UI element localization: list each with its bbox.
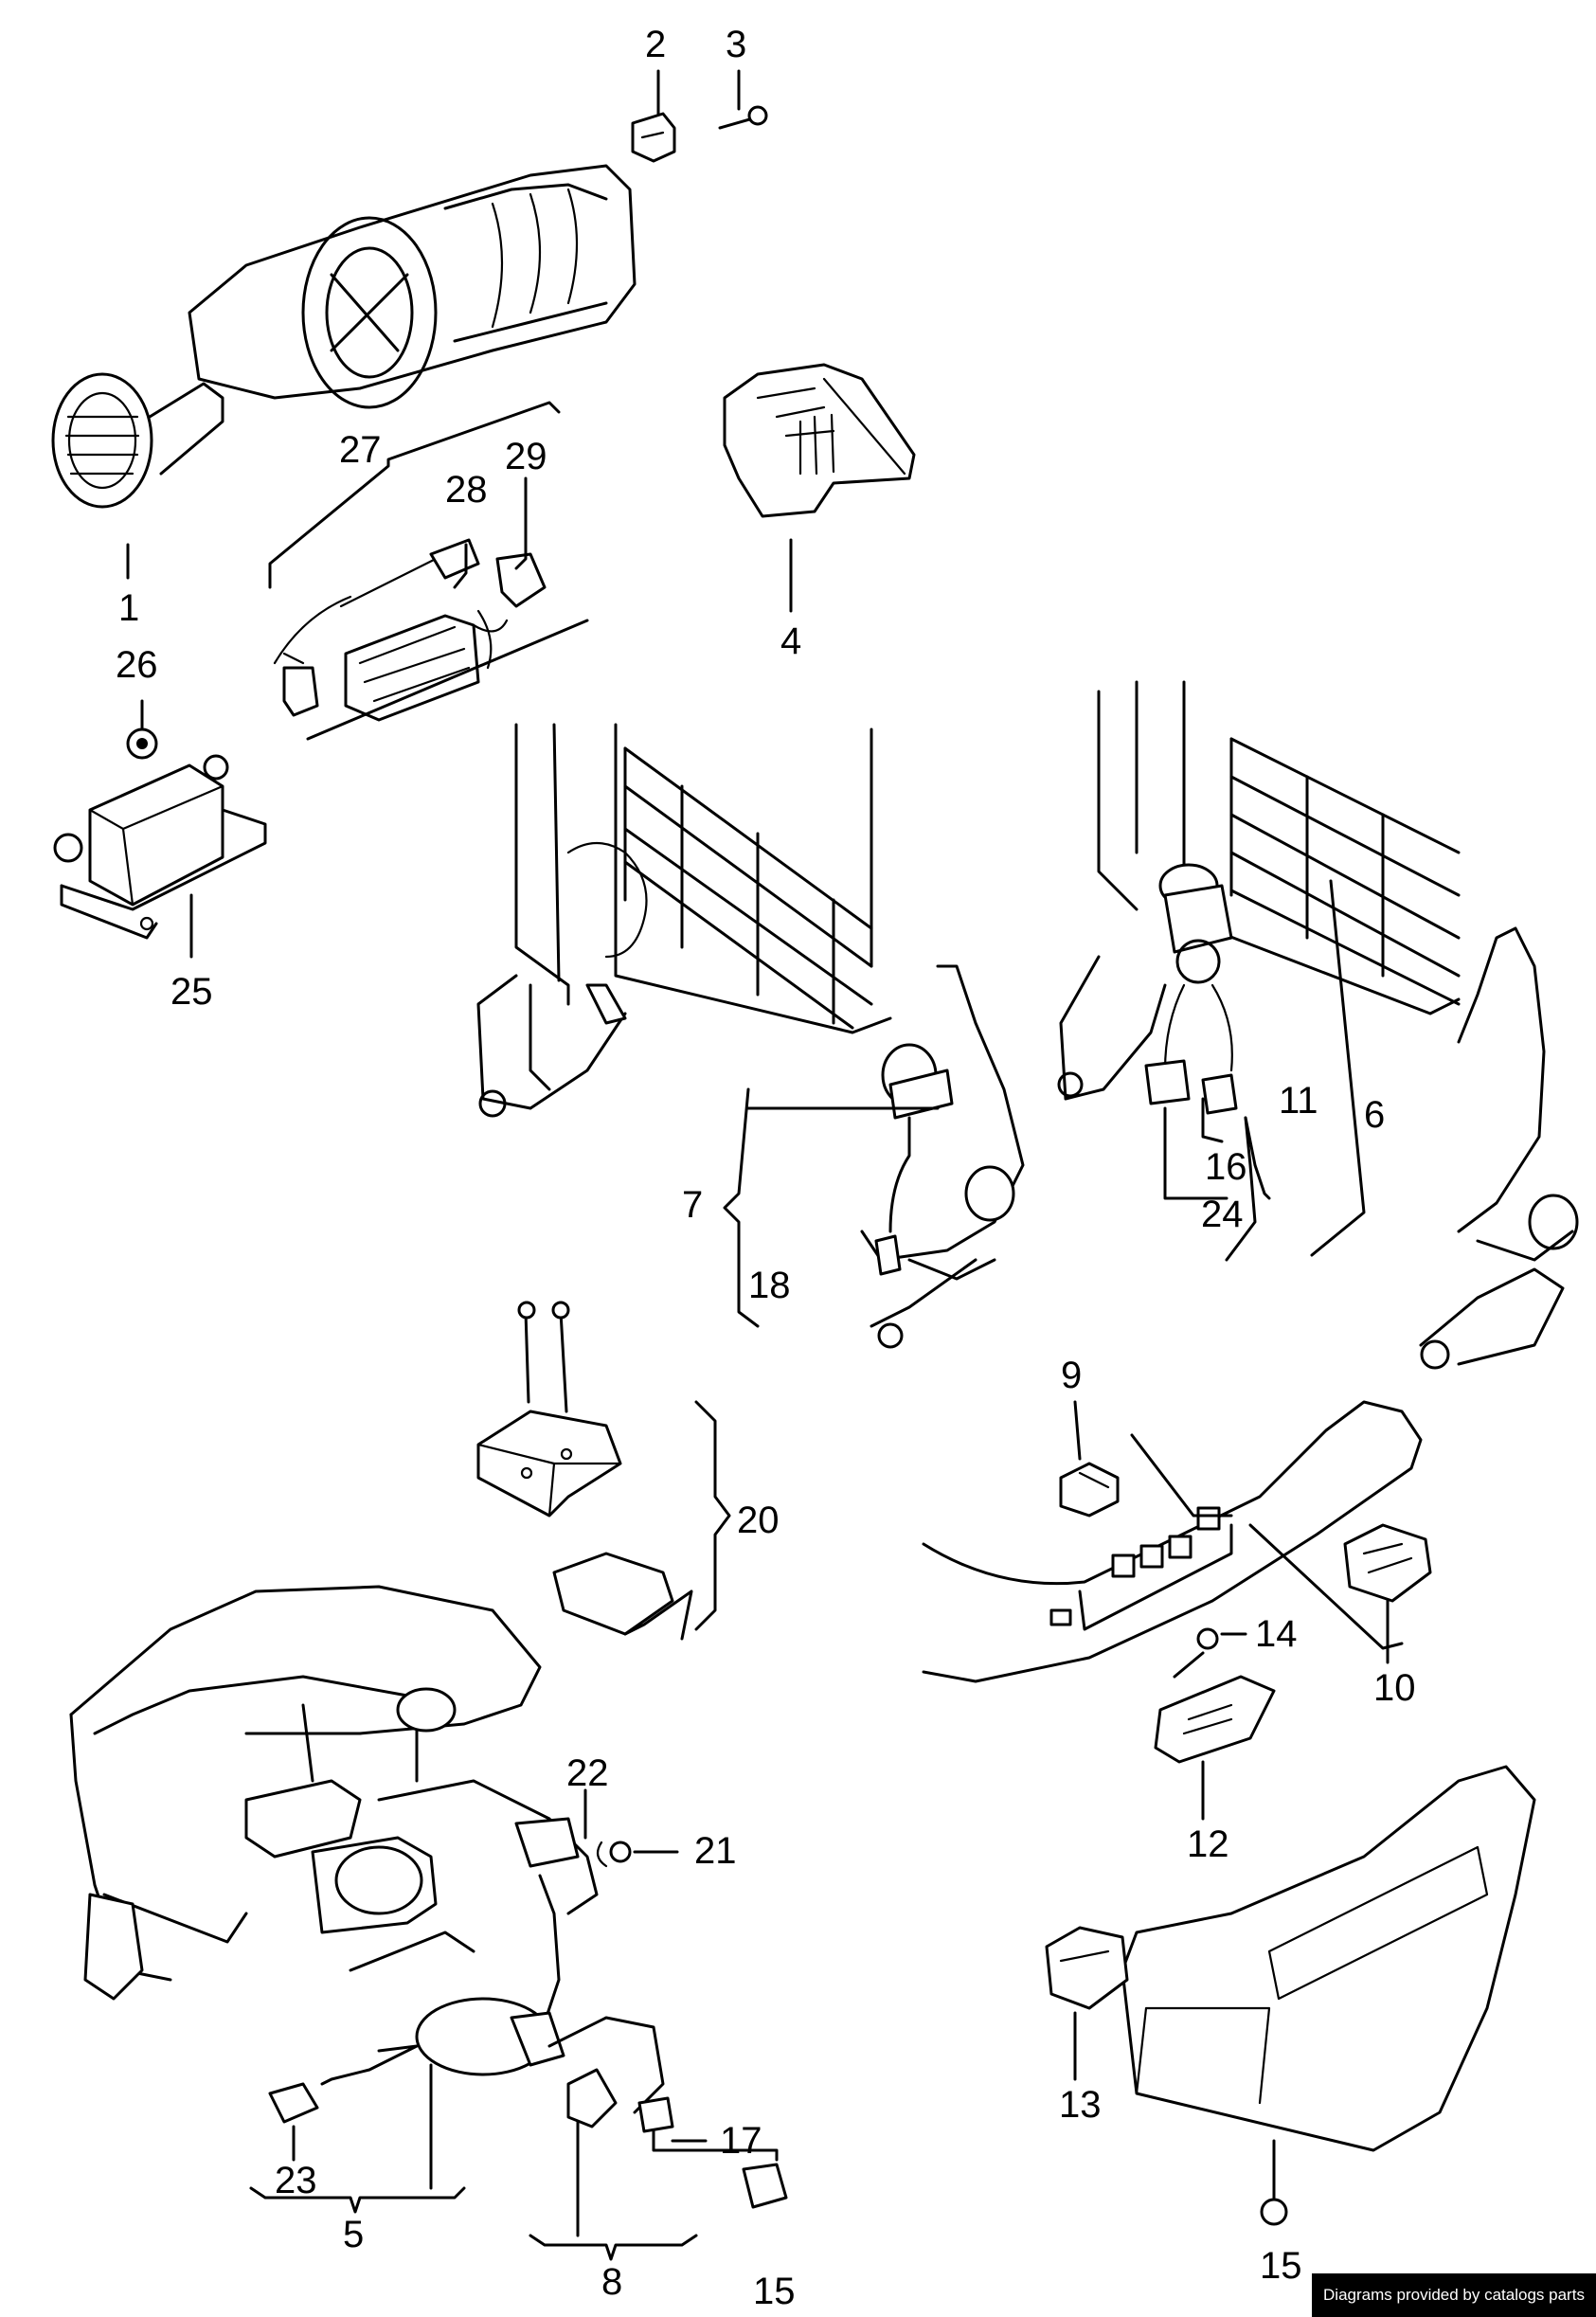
- callout-4: 4: [780, 620, 801, 662]
- callout-7: 7: [682, 1184, 703, 1226]
- callout-3: 3: [726, 24, 746, 65]
- seat-back-frame-right: [1057, 680, 1579, 1370]
- callout-25: 25: [170, 971, 213, 1013]
- callout-13: 13: [1059, 2084, 1102, 2126]
- seat-back-frame-left: [476, 723, 1025, 1349]
- seat-side-trim: [1045, 1765, 1536, 2226]
- callout-8: 8: [601, 2261, 622, 2303]
- leader-lines: [126, 69, 1390, 2237]
- callout-23: 23: [275, 2160, 317, 2201]
- callout-20: 20: [737, 1500, 780, 1541]
- callout-17: 17: [720, 2120, 762, 2162]
- callout-11: 11: [1279, 1080, 1318, 1122]
- callout-27: 27: [339, 429, 382, 471]
- control-unit-part-25: [53, 754, 267, 940]
- callout-14: 14: [1255, 1613, 1298, 1655]
- callout-15-lower: 15: [753, 2271, 796, 2312]
- callout-brackets-left: [723, 1087, 760, 1328]
- callout-9: 9: [1061, 1355, 1082, 1396]
- credit-badge: Diagrams provided by catalogs parts: [1312, 2273, 1596, 2317]
- callout-18: 18: [748, 1265, 791, 1306]
- seat-base-frame: [69, 1585, 788, 2209]
- callout-26: 26: [116, 644, 158, 686]
- callout-29: 29: [505, 436, 547, 477]
- callout-16: 16: [1205, 1146, 1247, 1188]
- side-trim-switches: [922, 1400, 1432, 1764]
- callout-brackets-right: [1163, 879, 1366, 1262]
- callout-28: 28: [445, 469, 488, 511]
- callout-1: 1: [118, 587, 139, 629]
- callout-15-right: 15: [1260, 2245, 1302, 2287]
- housing-part-4: [723, 363, 916, 518]
- callout-brackets-lower: [249, 2186, 698, 2261]
- screw-part-3: [718, 105, 768, 130]
- clip-part-2: [631, 112, 676, 163]
- callout-2: 2: [645, 24, 666, 65]
- nut-part-26: [126, 727, 158, 760]
- callout-21: 21: [694, 1830, 737, 1872]
- callout-6: 6: [1364, 1094, 1385, 1136]
- bracket-20-line: [694, 1400, 731, 1631]
- callout-24: 24: [1201, 1194, 1244, 1235]
- callout-22: 22: [566, 1752, 609, 1794]
- blower-motor-drawing: [51, 164, 637, 509]
- callout-5: 5: [343, 2214, 364, 2255]
- callout-12: 12: [1187, 1823, 1229, 1865]
- callout-10: 10: [1373, 1667, 1416, 1709]
- bracket-part-20: [476, 1301, 693, 1641]
